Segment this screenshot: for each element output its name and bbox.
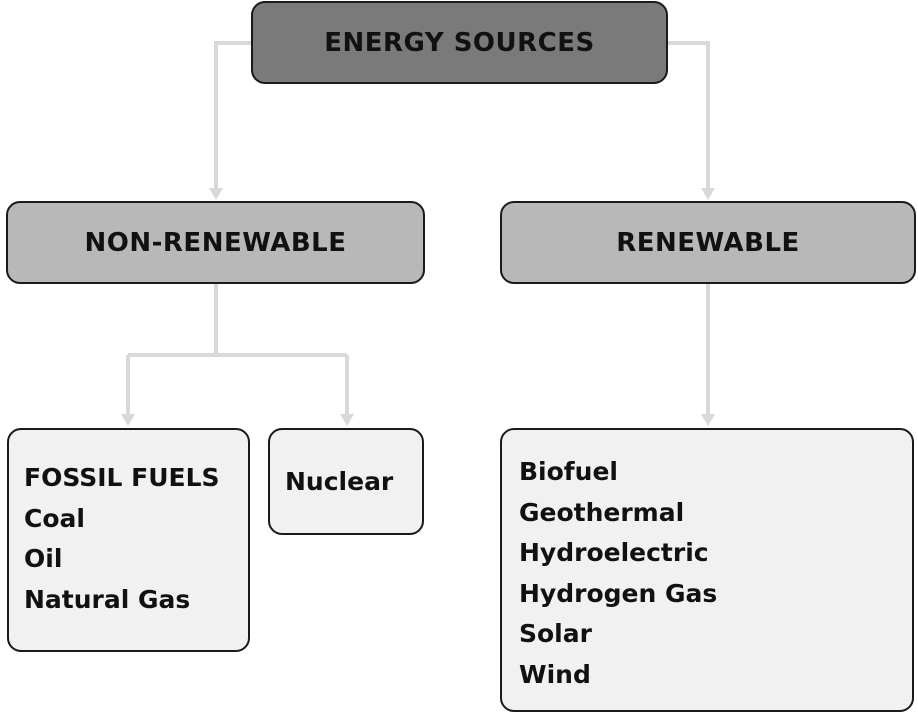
- leaf-node-fossil-fuels: FOSSIL FUELS Coal Oil Natural Gas: [7, 428, 250, 652]
- list-item: Coal: [24, 503, 85, 533]
- list-item: Oil: [24, 544, 63, 573]
- arrowhead-fossil: [121, 414, 135, 426]
- list-item: Geothermal: [519, 497, 685, 527]
- root-label: ENERGY SOURCES: [324, 27, 595, 58]
- category-node-non-renewable: NON-RENEWABLE: [6, 201, 425, 284]
- leaf-node-renewable-sources: Biofuel Geothermal Hydroelectric Hydroge…: [500, 428, 914, 712]
- list-item: Natural Gas: [24, 584, 191, 614]
- connector-root-to-nonrenewable: [214, 41, 251, 190]
- list-item: Solar: [519, 619, 592, 648]
- renewable-list: Biofuel Geothermal Hydroelectric Hydroge…: [519, 452, 912, 695]
- root-node-energy-sources: ENERGY SOURCES: [251, 1, 668, 84]
- arrowhead-renewable: [701, 188, 715, 200]
- category-node-renewable: RENEWABLE: [500, 201, 916, 284]
- arrowhead-nonrenewable: [209, 188, 223, 200]
- leaf-node-nuclear: Nuclear: [268, 428, 424, 535]
- list-item: Hydrogen Gas: [519, 578, 718, 608]
- arrowhead-nuclear: [340, 414, 354, 426]
- fossil-fuels-heading: FOSSIL FUELS: [24, 463, 220, 492]
- arrowhead-renewable-list: [701, 414, 715, 426]
- list-item: Wind: [519, 659, 591, 689]
- list-item: Biofuel: [519, 457, 618, 486]
- nuclear-label: Nuclear: [285, 467, 394, 496]
- non-renewable-label: NON-RENEWABLE: [84, 227, 347, 258]
- list-item: Hydroelectric: [519, 538, 709, 567]
- connector-root-to-renewable: [668, 41, 710, 190]
- fossil-fuels-list: Coal Oil Natural Gas: [24, 499, 248, 621]
- renewable-label: RENEWABLE: [616, 227, 800, 258]
